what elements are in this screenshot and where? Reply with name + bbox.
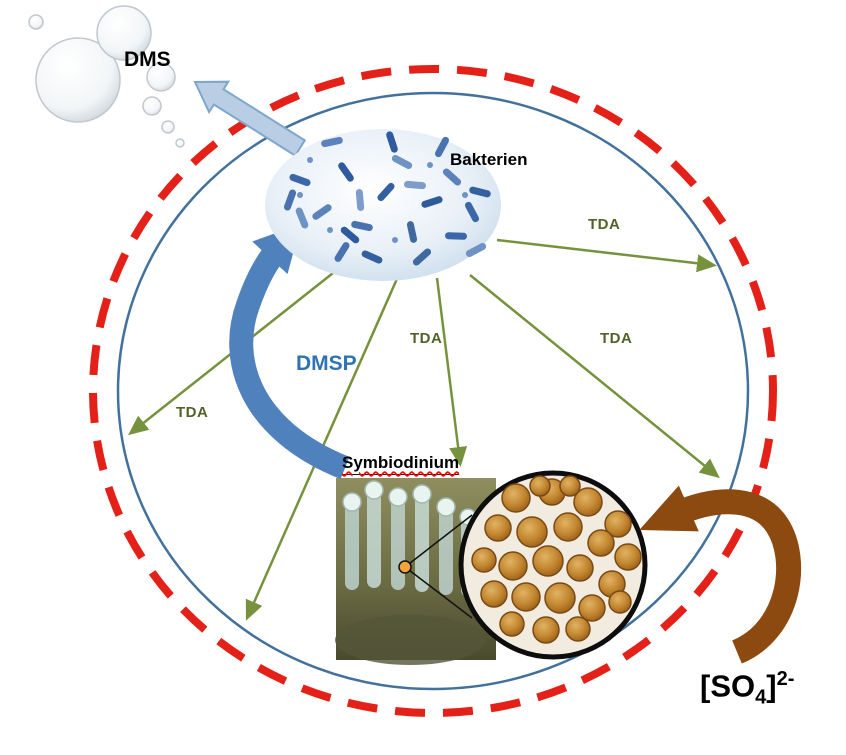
- bubble: [96, 5, 152, 61]
- bubble: [175, 138, 185, 148]
- zoom-line: [404, 566, 473, 619]
- sulfate-superscript: 2-: [776, 668, 795, 690]
- sulfate-subscript: 4: [755, 686, 767, 709]
- tda-arrow-bottom-left: [245, 271, 402, 621]
- tda-arrows: [128, 238, 720, 621]
- symbiodinium-cells: [471, 475, 642, 644]
- symbiodinium-inset: [458, 470, 648, 660]
- dmsp-arrow: [229, 224, 350, 480]
- zoom-line: [404, 514, 473, 568]
- bubble: [161, 120, 175, 134]
- bubble: [28, 14, 44, 30]
- bacteria-image: [265, 129, 501, 281]
- tda-arrow-right: [496, 238, 717, 273]
- dms-label: DMS: [124, 48, 171, 71]
- bubble: [146, 62, 176, 92]
- inner-cell-ring: [116, 91, 750, 691]
- outer-dashed-ring: [89, 65, 777, 717]
- tda-label-bottom-right: TDA: [600, 330, 633, 347]
- bubble: [142, 96, 162, 116]
- tda-label-left: TDA: [176, 404, 209, 421]
- bubble: [35, 37, 121, 123]
- sulfate-close: ]: [766, 668, 777, 704]
- bacteria-rods: [283, 131, 491, 266]
- dmsp-label: DMSP: [296, 352, 357, 375]
- tda-arrow-bottom-right: [469, 274, 720, 479]
- sulfate-open: [SO: [700, 668, 756, 704]
- dms-arrow: [193, 80, 307, 157]
- tda-label-middle: TDA: [410, 330, 443, 347]
- dms-bubbles: [28, 5, 185, 148]
- symbiodinium-label: Symbiodinium: [342, 453, 460, 475]
- sulfate-formula: [SO4]2-: [700, 668, 794, 710]
- tda-arrow-middle: [435, 277, 468, 467]
- sulfate-arrow: [639, 485, 802, 664]
- zoom-point: [398, 560, 412, 574]
- bakterien-label: Bakterien: [450, 150, 528, 169]
- tda-label-right: TDA: [588, 216, 621, 233]
